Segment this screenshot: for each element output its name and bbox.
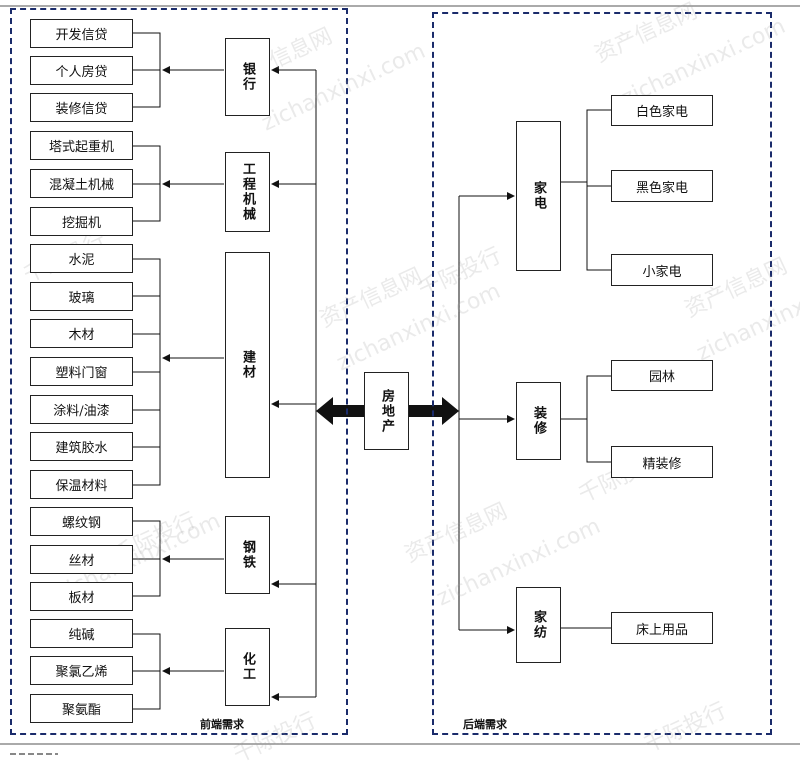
category-box-decoration: 装修 — [516, 382, 561, 460]
item-box: 聚氨酯 — [30, 694, 133, 723]
item-box: 玻璃 — [30, 282, 133, 311]
item-box: 个人房贷 — [30, 56, 133, 85]
item-box: 精装修 — [611, 446, 713, 478]
item-box: 板材 — [30, 582, 133, 611]
front-demand-caption: 前端需求 — [200, 718, 244, 731]
category-box-building-materials: 建材 — [225, 252, 270, 478]
category-box-steel: 钢铁 — [225, 516, 270, 594]
item-box: 木材 — [30, 319, 133, 348]
item-box: 塔式起重机 — [30, 131, 133, 160]
back-demand-panel — [432, 12, 772, 735]
item-box: 聚氯乙烯 — [30, 656, 133, 685]
category-box-bank: 银行 — [225, 38, 270, 116]
item-box: 园林 — [611, 360, 713, 391]
item-box: 纯碱 — [30, 619, 133, 648]
item-box: 挖掘机 — [30, 207, 133, 236]
category-box-chemical: 化工 — [225, 628, 270, 706]
item-box: 小家电 — [611, 254, 713, 286]
center-box-real-estate: 房地产 — [364, 372, 409, 450]
item-box: 涂料/油漆 — [30, 395, 133, 424]
category-box-textiles: 家纺 — [516, 587, 561, 663]
item-box: 开发信贷 — [30, 19, 133, 48]
item-box: 装修信贷 — [30, 93, 133, 122]
item-box: 水泥 — [30, 244, 133, 273]
item-box: 丝材 — [30, 545, 133, 574]
category-box-machinery: 工程机械 — [225, 152, 270, 232]
item-box: 床上用品 — [611, 612, 713, 644]
item-box: 螺纹钢 — [30, 507, 133, 536]
item-box: 白色家电 — [611, 95, 713, 126]
back-demand-caption: 后端需求 — [463, 718, 507, 731]
category-box-appliances: 家电 — [516, 121, 561, 271]
item-box: 黑色家电 — [611, 170, 713, 202]
front-demand-panel — [10, 8, 348, 735]
item-box: 塑料门窗 — [30, 357, 133, 386]
item-box: 保温材料 — [30, 470, 133, 499]
item-box: 建筑胶水 — [30, 432, 133, 461]
item-box: 混凝土机械 — [30, 169, 133, 198]
